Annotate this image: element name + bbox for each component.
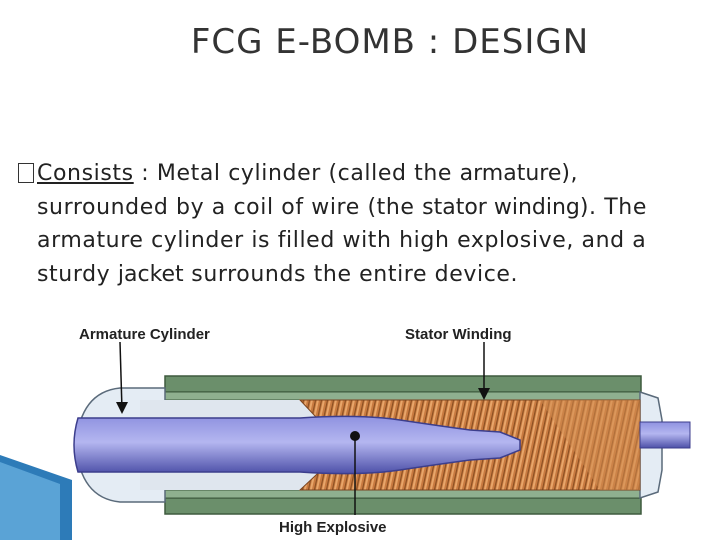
armature-leader-line	[119, 341, 123, 411]
jacket-bottom	[164, 497, 642, 515]
bullet-lead: Consists	[37, 161, 134, 186]
keyword-stator-winding: stator winding	[422, 194, 580, 220]
bullet-text: Consists : Metal cylinder (called the ar…	[37, 157, 708, 291]
winding-end-block	[540, 400, 640, 490]
box-bullet-icon	[18, 163, 34, 183]
slide-title: FCG E-BOMB : DESIGN	[190, 22, 590, 62]
bullet-text-part-2: ), surrounded by a coil of wire (the	[37, 161, 579, 220]
bullet-paragraph: Consists : Metal cylinder (called the ar…	[18, 157, 708, 291]
jacket-inner-bottom	[139, 489, 641, 499]
keyword-jacket: jacket	[117, 261, 184, 287]
jacket-top	[164, 375, 642, 393]
keyword-armature: armature	[459, 161, 562, 186]
label-stator-winding: Stator Winding	[405, 326, 512, 343]
e-bomb-diagram: Armature Cylinder Stator Winding High Ex…	[0, 326, 691, 540]
jacket-inner-top	[139, 391, 641, 401]
armature-tail	[639, 421, 691, 449]
corner-decoration-shade	[0, 462, 60, 540]
bullet-text-part-3: ). The armature cylinder is filled with …	[37, 194, 647, 287]
label-high-explosive: High Explosive	[279, 519, 387, 536]
bullet-text-part-4: surrounds the entire device.	[183, 261, 519, 287]
label-armature-cylinder: Armature Cylinder	[79, 326, 210, 343]
stator-arrowhead	[478, 388, 490, 400]
armature-cylinder	[73, 415, 521, 475]
armature-arrowhead	[116, 402, 128, 414]
bullet-text-part-1: : Metal cylinder (called the	[133, 161, 460, 186]
